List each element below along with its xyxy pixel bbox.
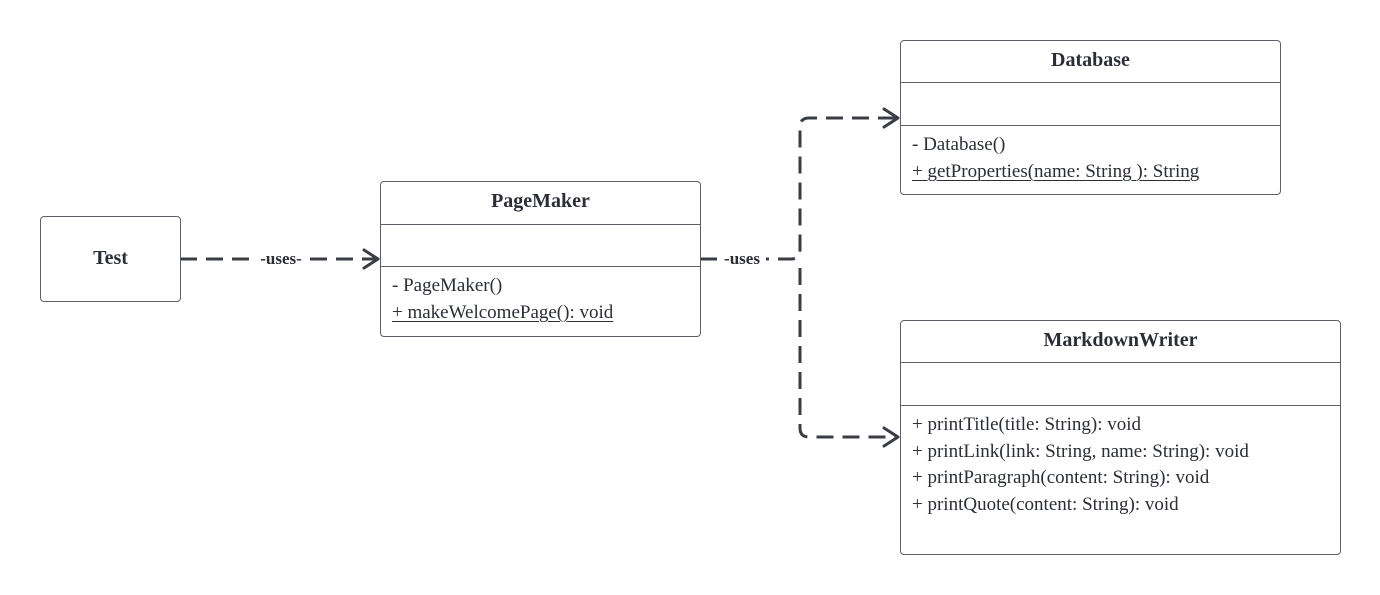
edge-label-pagemaker-targets: -uses bbox=[724, 249, 760, 268]
operations-list: + printTitle(title: String): void + prin… bbox=[912, 412, 1249, 518]
edge-pagemaker-to-database[interactable] bbox=[700, 116, 896, 261]
operation: + printParagraph(content: String): void bbox=[912, 467, 1210, 488]
arrowhead-markdownwriter bbox=[882, 426, 900, 448]
class-name: Database bbox=[1051, 49, 1130, 71]
class-name: MarkdownWriter bbox=[1043, 329, 1198, 351]
operation: - Database() bbox=[912, 134, 1006, 155]
operation: + getProperties(name: String ): String bbox=[912, 160, 1200, 182]
operations-list: - PageMaker() + makeWelcomePage(): void bbox=[392, 273, 613, 326]
class-markdownwriter[interactable]: MarkdownWriter + printTitle(title: Strin… bbox=[900, 320, 1341, 555]
operation: + makeWelcomePage(): void bbox=[392, 301, 614, 323]
operations-divider bbox=[901, 125, 1280, 126]
edge-label-test-pagemaker: -uses- bbox=[260, 249, 302, 268]
operation: + printQuote(content: String): void bbox=[912, 493, 1179, 515]
class-name: Test bbox=[93, 247, 128, 269]
attributes-divider bbox=[901, 82, 1280, 83]
arrowhead-pagemaker bbox=[362, 248, 380, 270]
class-test[interactable]: Test bbox=[40, 216, 181, 302]
operation: + printLink(link: String, name: String):… bbox=[912, 440, 1249, 462]
operations-list: - Database() + getProperties(name: Strin… bbox=[912, 132, 1199, 185]
operations-divider bbox=[381, 266, 700, 267]
class-name: PageMaker bbox=[491, 190, 590, 212]
attributes-divider bbox=[901, 362, 1340, 363]
class-database[interactable]: Database - Database() + getProperties(na… bbox=[900, 40, 1281, 195]
operation: - PageMaker() bbox=[392, 275, 503, 296]
attributes-divider bbox=[381, 224, 700, 225]
edge-pagemaker-to-markdownwriter[interactable] bbox=[798, 268, 896, 439]
class-pagemaker[interactable]: PageMaker - PageMaker() + makeWelcomePag… bbox=[380, 181, 701, 337]
arrowhead-database bbox=[882, 107, 900, 129]
operation: + printTitle(title: String): void bbox=[912, 414, 1142, 435]
operations-divider bbox=[901, 405, 1340, 406]
